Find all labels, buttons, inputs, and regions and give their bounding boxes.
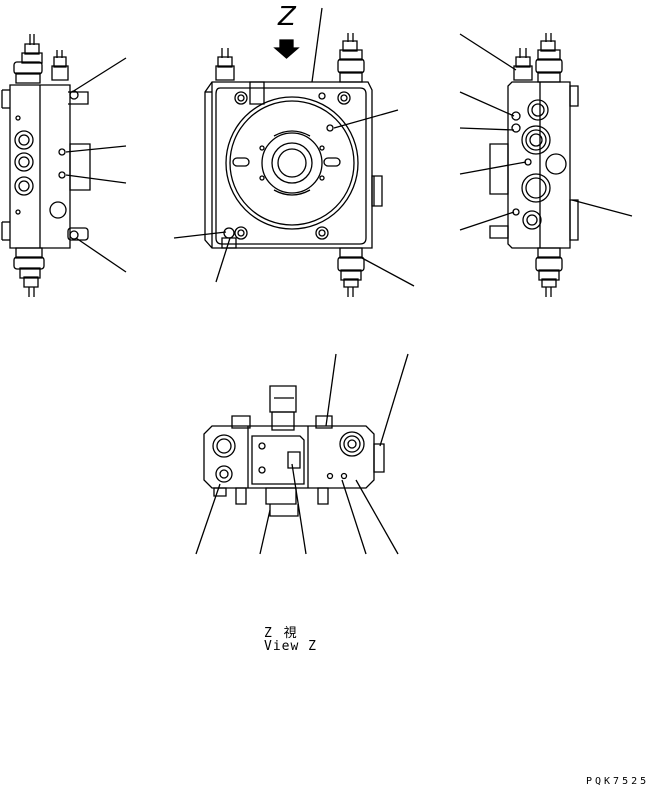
right-top-small-fitting bbox=[514, 48, 532, 80]
right-bottom-relief-valve bbox=[536, 248, 562, 297]
center-cam-face bbox=[226, 97, 358, 229]
center-main-plate bbox=[205, 82, 382, 248]
left-side-view bbox=[2, 34, 126, 297]
view-z-drawing bbox=[196, 354, 408, 554]
view-z-top-block bbox=[270, 386, 296, 430]
view-z-arrow bbox=[275, 40, 298, 58]
right-side-view bbox=[460, 33, 632, 297]
view-z-caption-japanese: Z 視 bbox=[264, 626, 299, 641]
right-top-relief-valve bbox=[536, 33, 562, 82]
left-valve-body bbox=[2, 85, 90, 248]
center-corner-bolts bbox=[224, 92, 350, 239]
left-top-small-fitting bbox=[52, 50, 68, 80]
view-z-body bbox=[204, 416, 384, 488]
view-z-arrow-label: Z bbox=[278, 2, 296, 32]
left-top-relief-valve bbox=[14, 34, 42, 83]
right-valve-body bbox=[490, 82, 578, 248]
center-bottom-relief-valve bbox=[222, 238, 364, 297]
center-front-view bbox=[174, 8, 414, 297]
view-z-bottom-ports bbox=[214, 488, 328, 516]
view-z-caption-english: View Z bbox=[264, 639, 317, 654]
drawing-code: PQK7525 bbox=[586, 776, 650, 787]
left-bottom-relief-valve bbox=[14, 248, 44, 297]
center-top-relief-valve bbox=[338, 33, 364, 82]
center-top-small-fitting bbox=[216, 48, 234, 80]
